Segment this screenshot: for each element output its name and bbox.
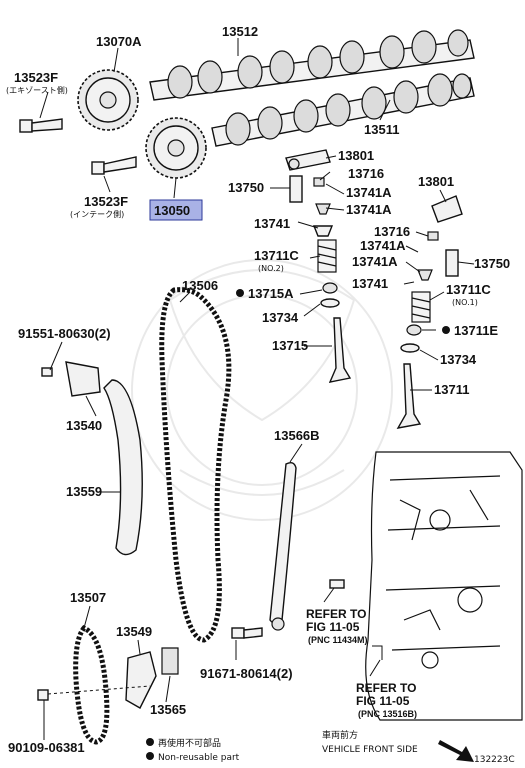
sprocket-bolt-intake (91, 156, 137, 175)
timing-chain-13506 (159, 287, 232, 643)
label-13711C-no1[interactable]: 13711C (446, 282, 491, 297)
label-13734-a[interactable]: 13734 (262, 310, 299, 325)
label-13512[interactable]: 13512 (222, 24, 258, 39)
label-13741A-a[interactable]: 13741A (346, 185, 392, 200)
label-13549[interactable]: 13549 (116, 624, 152, 639)
label-13734-b[interactable]: 13734 (440, 352, 477, 367)
label-13741A-c[interactable]: 13741A (360, 238, 406, 253)
watermark (131, 259, 393, 521)
front-side-en: VEHICLE FRONT SIDE (322, 745, 418, 755)
note-no2: (NO.2) (258, 264, 284, 273)
chain-vibration-damper (269, 461, 297, 631)
spring-retainer-a (315, 203, 331, 215)
label-13741-a[interactable]: 13741 (254, 216, 290, 231)
valve-key-b (427, 231, 439, 241)
dowel-pin (329, 579, 345, 589)
label-13716-a[interactable]: 13716 (348, 166, 384, 181)
label-13750-a[interactable]: 13750 (228, 180, 264, 195)
spring-seat-a (312, 225, 334, 237)
label-13801-a[interactable]: 13801 (338, 148, 374, 163)
label-13566B[interactable]: 13566B (274, 428, 320, 443)
bolt-91671 (231, 627, 263, 639)
front-arrow-icon (438, 740, 474, 762)
chain-tensioner-slipper (103, 379, 143, 556)
figure-code: 132223C (474, 755, 515, 765)
legend-jp: 再使用不可部品 (158, 737, 221, 749)
label-13565[interactable]: 13565 (150, 702, 186, 717)
label-13741A-d[interactable]: 13741A (352, 254, 398, 269)
lash-adjuster-a (289, 175, 303, 203)
intake-camshaft (211, 73, 475, 147)
engine-block-outline (365, 451, 523, 721)
refer-to-1-line2[interactable]: FIG 11-05 (306, 620, 360, 634)
rocker-arm-b (431, 195, 463, 223)
exhaust-cam-timing-gear (77, 69, 139, 131)
label-91671-80614[interactable]: 91671-80614(2) (200, 666, 293, 681)
leader-lines (39, 38, 475, 740)
front-side-jp: 車両前方 (322, 729, 358, 741)
valve-stem-seal-b (406, 324, 422, 336)
label-13750-b[interactable]: 13750 (474, 256, 510, 271)
label-13507[interactable]: 13507 (70, 590, 106, 605)
label-13523F-intake[interactable]: 13523F (84, 194, 128, 209)
label-13540[interactable]: 13540 (66, 418, 102, 433)
legend-dot-jp (146, 738, 154, 746)
label-13523F-exhaust[interactable]: 13523F (14, 70, 58, 85)
label-13711C-no2[interactable]: 13711C (254, 248, 299, 263)
note-exhaust-side: (エキゾースト側) (6, 85, 68, 95)
label-13711[interactable]: 13711 (434, 382, 469, 397)
highlight-box-13050 (149, 199, 203, 221)
refer-to-2-line1: REFER TO (356, 681, 416, 695)
label-13559[interactable]: 13559 (66, 484, 102, 499)
note-intake-side: (インテーク側) (70, 209, 124, 219)
bolt-90109 (37, 685, 151, 701)
valve-spring-a (317, 239, 337, 273)
valve-stem-seal-a (322, 282, 338, 294)
label-13741A-b[interactable]: 13741A (346, 202, 392, 217)
label-13070A[interactable]: 13070A (96, 34, 142, 49)
label-13715A[interactable]: 13715A (248, 286, 294, 301)
label-91551-80630[interactable]: 91551-80630(2) (18, 326, 111, 341)
valve-washer-b (400, 343, 420, 353)
rocker-arm-a (285, 149, 331, 171)
label-13711E[interactable]: 13711E (454, 323, 498, 338)
label-13715[interactable]: 13715 (272, 338, 308, 353)
label-13050[interactable]: 13050 (154, 203, 190, 218)
refer-to-1-pnc: (PNC 11434M) (308, 635, 368, 645)
exhaust-valve (328, 317, 352, 383)
legend-dot-en (146, 752, 154, 760)
intake-cam-timing-gear (145, 117, 207, 179)
refer-to-2-line2[interactable]: FIG 11-05 (356, 694, 410, 708)
refer-to-1-line1: REFER TO (306, 607, 366, 621)
label-13801-b[interactable]: 13801 (418, 174, 454, 189)
small-bolt-91551 (41, 367, 53, 377)
intake-valve (396, 363, 422, 429)
valve-washer-a (320, 298, 340, 308)
legend-en: Non-reusable part (158, 753, 240, 763)
oil-pump-chain (73, 624, 110, 745)
label-13716-b[interactable]: 13716 (374, 224, 410, 239)
lash-adjuster-b (445, 249, 459, 277)
non-reusable-mark-13715A (236, 289, 244, 297)
oil-pump-tensioner (125, 651, 157, 709)
sprocket-bolt-exhaust (19, 118, 63, 133)
label-13741-b[interactable]: 13741 (352, 276, 388, 291)
valve-key-a (313, 177, 325, 187)
tensioner-bracket (65, 361, 101, 397)
label-13506[interactable]: 13506 (182, 278, 218, 293)
oil-jet-pipe (372, 645, 383, 660)
refer-to-2-pnc: (PNC 13516B) (358, 709, 417, 719)
non-reusable-mark-13711E (442, 326, 450, 334)
valve-spring-b (411, 291, 431, 323)
label-13511[interactable]: 13511 (364, 122, 399, 137)
label-90109-06381[interactable]: 90109-06381 (8, 740, 85, 755)
exhaust-camshaft (149, 29, 475, 101)
note-no1: (NO.1) (452, 298, 478, 307)
spring-retainer-b (417, 269, 433, 281)
tensioner-spring (161, 647, 179, 675)
